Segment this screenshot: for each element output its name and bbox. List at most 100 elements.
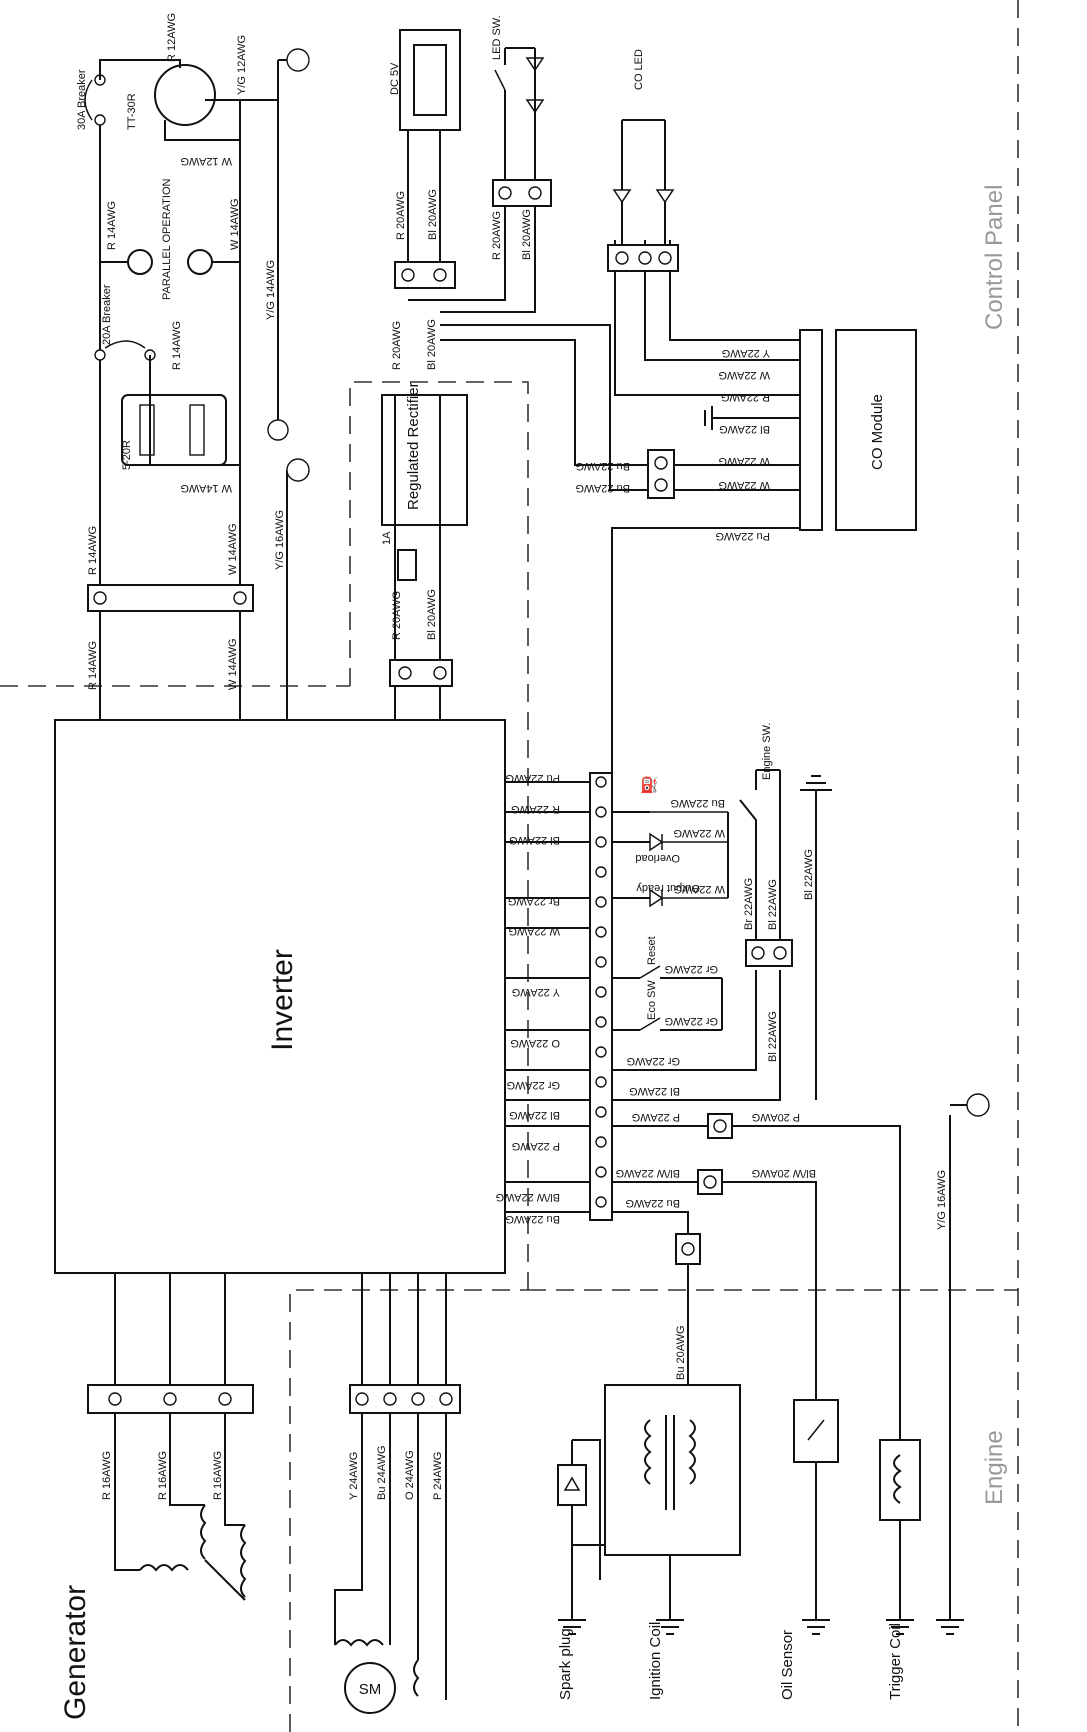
svg-text:R 16AWG: R 16AWG <box>101 1451 113 1500</box>
svg-text:R 14AWG: R 14AWG <box>171 321 183 370</box>
svg-text:Eco SW: Eco SW <box>646 980 658 1020</box>
stepper-motor: SM Y 24AWG Bu 24AWG O 24AWG P 24AWG <box>334 1273 461 1714</box>
svg-text:DC 5V: DC 5V <box>389 62 401 95</box>
svg-text:SM: SM <box>359 1681 382 1698</box>
svg-text:TT-30R: TT-30R <box>126 93 138 130</box>
svg-text:W 14AWG: W 14AWG <box>227 523 239 575</box>
svg-text:Gr 22AWG: Gr 22AWG <box>507 1079 560 1091</box>
svg-text:P 22AWG: P 22AWG <box>632 1111 680 1123</box>
svg-text:R 20AWG: R 20AWG <box>491 211 503 260</box>
svg-text:Trigger Coil: Trigger Coil <box>887 1623 904 1700</box>
svg-text:W 14AWG: W 14AWG <box>229 198 241 250</box>
svg-text:R 14AWG: R 14AWG <box>106 201 118 250</box>
connector-pin <box>595 1166 607 1178</box>
oil-warning-icon: ⛽ <box>640 776 659 794</box>
svg-text:Bl 20AWG: Bl 20AWG <box>426 319 438 370</box>
engine-label: Engine <box>981 1430 1008 1505</box>
svg-text:W 22AWG: W 22AWG <box>718 479 770 491</box>
ignition-coil: Ignition Coil <box>604 1384 741 1700</box>
svg-text:Oil Sensor: Oil Sensor <box>779 1630 796 1700</box>
svg-text:Bu 22AWG: Bu 22AWG <box>670 797 725 809</box>
svg-text:O 24AWG: O 24AWG <box>404 1450 416 1500</box>
svg-text:30A Breaker: 30A Breaker <box>76 69 88 130</box>
connector-pin <box>595 1046 607 1058</box>
svg-text:R 20AWG: R 20AWG <box>391 591 403 640</box>
svg-text:Y/G 14AWG: Y/G 14AWG <box>265 260 277 320</box>
overload-led-icon <box>649 832 664 852</box>
svg-text:R 12AWG: R 12AWG <box>166 13 178 62</box>
svg-text:W 22AWG: W 22AWG <box>718 369 770 381</box>
svg-text:Bl/W 22AWG: Bl/W 22AWG <box>496 1191 560 1203</box>
svg-text:Bu 22AWG: Bu 22AWG <box>575 460 630 472</box>
svg-text:Y 24AWG: Y 24AWG <box>348 1452 360 1500</box>
inverter-connector-wires <box>505 781 590 1213</box>
svg-text:W 22AWG: W 22AWG <box>508 925 560 937</box>
svg-text:W 14AWG: W 14AWG <box>180 482 232 494</box>
output-ready-led-icon <box>649 888 664 908</box>
inverter-label: Inverter <box>266 949 299 1051</box>
svg-text:W 22AWG: W 22AWG <box>718 455 770 467</box>
svg-text:Bl 20AWG: Bl 20AWG <box>427 189 439 240</box>
svg-text:W 14AWG: W 14AWG <box>227 638 239 690</box>
svg-text:20A Breaker: 20A Breaker <box>101 284 113 345</box>
svg-text:Bl 22AWG: Bl 22AWG <box>767 1011 779 1062</box>
svg-text:P 20AWG: P 20AWG <box>752 1111 800 1123</box>
svg-text:Br 22AWG: Br 22AWG <box>508 895 560 907</box>
svg-text:R 22AWG: R 22AWG <box>721 391 770 403</box>
svg-text:R 20AWG: R 20AWG <box>395 191 407 240</box>
connector-pin <box>595 836 607 848</box>
svg-text:W 22AWG: W 22AWG <box>673 827 725 839</box>
svg-text:Bl/W 22AWG: Bl/W 22AWG <box>616 1167 680 1179</box>
svg-text:O 22AWG: O 22AWG <box>510 1037 560 1049</box>
svg-text:Bl 22AWG: Bl 22AWG <box>509 1109 560 1121</box>
svg-text:Bl 22AWG: Bl 22AWG <box>509 834 560 846</box>
svg-text:CO Module: CO Module <box>869 394 886 470</box>
svg-text:Bl 20AWG: Bl 20AWG <box>521 209 533 260</box>
oil-sensor: Oil Sensor <box>779 1399 839 1700</box>
connector-pin <box>595 1196 607 1208</box>
rectifier-section: Regulated Rectifier 1A R 20AWG Bl 20AWG … <box>381 15 800 720</box>
svg-text:Gr 22AWG: Gr 22AWG <box>665 963 718 975</box>
svg-text:Bu 22AWG: Bu 22AWG <box>625 1197 680 1209</box>
connector-pin <box>595 1106 607 1118</box>
connector-pin <box>595 1136 607 1148</box>
svg-text:Y 22AWG: Y 22AWG <box>722 347 770 359</box>
connector-pin <box>595 866 607 878</box>
svg-text:Bl 22AWG: Bl 22AWG <box>803 849 815 900</box>
svg-text:P 22AWG: P 22AWG <box>512 1140 560 1152</box>
connector-pin <box>595 1076 607 1088</box>
svg-text:Overload: Overload <box>635 852 680 864</box>
svg-text:1A: 1A <box>381 531 393 545</box>
connector-pin <box>595 806 607 818</box>
svg-text:Bu 22AWG: Bu 22AWG <box>505 1213 560 1225</box>
svg-text:R 14AWG: R 14AWG <box>87 526 99 575</box>
svg-text:Ignition Coil: Ignition Coil <box>647 1622 664 1700</box>
panel-indicators: ⛽ Bu 22AWG W 22AWG Overload Output ready… <box>611 527 800 1101</box>
svg-text:Spark plug: Spark plug <box>557 1628 574 1700</box>
engine-ground: Y/G 16AWG <box>936 1093 990 1635</box>
control-panel-label: Control Panel <box>981 185 1008 330</box>
inverter-box <box>54 719 506 1274</box>
svg-text:Pu 22AWG: Pu 22AWG <box>715 530 770 542</box>
svg-text:Y 22AWG: Y 22AWG <box>512 986 560 998</box>
svg-text:Gr 22AWG: Gr 22AWG <box>627 1055 680 1067</box>
svg-text:R 14AWG: R 14AWG <box>87 641 99 690</box>
inverter-wire-labels: Pu 22AWG R 22AWG Bl 22AWG Br 22AWG W 22A… <box>496 772 560 1225</box>
svg-text:Bu 22AWG: Bu 22AWG <box>575 482 630 494</box>
connector-pin <box>595 986 607 998</box>
svg-text:Bl/W 20AWG: Bl/W 20AWG <box>752 1167 816 1179</box>
connector-pin <box>595 1016 607 1028</box>
svg-text:Reset: Reset <box>646 936 658 965</box>
svg-text:Generator: Generator <box>59 1585 92 1720</box>
svg-text:P 24AWG: P 24AWG <box>432 1452 444 1500</box>
svg-text:Y/G 16AWG: Y/G 16AWG <box>936 1170 948 1230</box>
svg-text:Bl 22AWG: Bl 22AWG <box>719 423 770 435</box>
section-borders <box>0 0 1019 1732</box>
svg-text:Bl 22AWG: Bl 22AWG <box>629 1085 680 1097</box>
svg-text:5-20R: 5-20R <box>121 440 133 470</box>
connector-pin <box>595 956 607 968</box>
svg-text:R 20AWG: R 20AWG <box>391 321 403 370</box>
connector-pin <box>595 776 607 788</box>
svg-text:Engine SW.: Engine SW. <box>761 723 773 780</box>
svg-text:PARALLEL OPERATION: PARALLEL OPERATION <box>161 178 173 300</box>
